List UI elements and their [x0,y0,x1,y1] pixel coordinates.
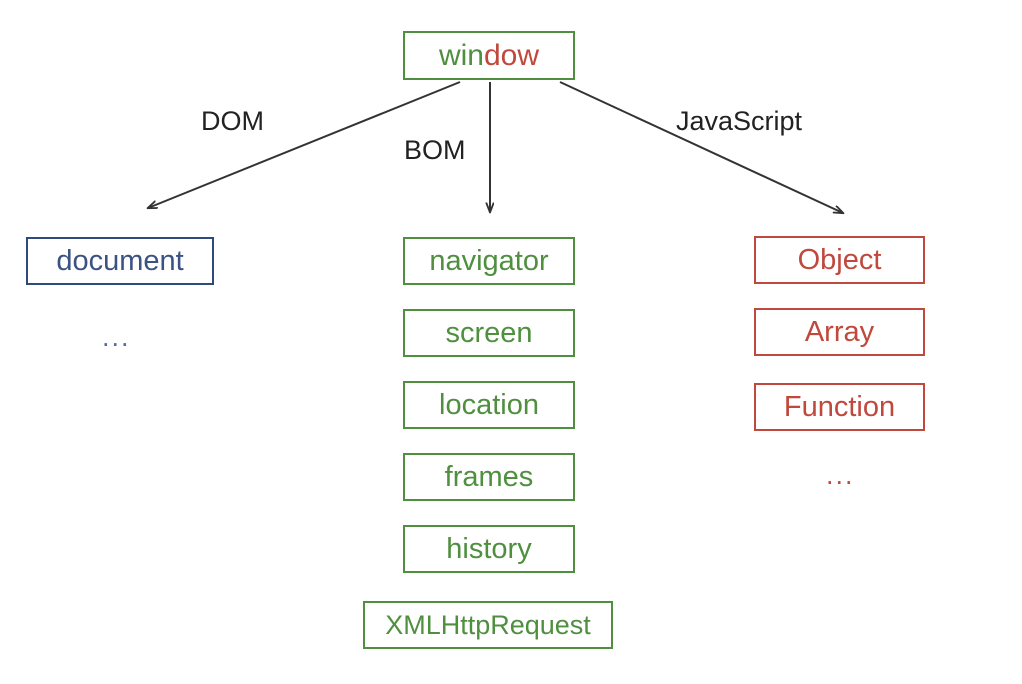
node-array-label: Array [804,315,875,348]
node-navigator[interactable]: navigator [403,237,575,285]
javascript-arrow [559,81,843,213]
edge-label-bom: BOM [404,135,466,165]
node-function-label: Function [783,390,896,423]
node-window-label-part-1: win [438,38,484,72]
node-location-label: location [439,388,539,421]
node-location[interactable]: location [403,381,575,429]
node-array[interactable]: Array [754,308,925,356]
node-object[interactable]: Object [754,236,925,284]
edge-label-dom: DOM [201,106,264,136]
node-window-label-part-2: dow [483,38,540,72]
node-document[interactable]: document [26,237,214,285]
node-function[interactable]: Function [754,383,925,431]
node-frames[interactable]: frames [403,453,575,501]
node-xmlhttprequest[interactable]: XMLHttpRequest [363,601,613,649]
dom-column-ellipsis: ... [102,322,131,352]
node-navigator-label: navigator [429,244,549,277]
node-frames-label: frames [444,460,534,493]
node-screen-label: screen [445,316,533,349]
node-document-label: document [56,244,184,277]
javascript-column-ellipsis: ... [826,460,855,490]
node-screen[interactable]: screen [403,309,575,357]
edge-label-javascript: JavaScript [676,106,803,136]
node-object-label: Object [797,243,882,276]
node-history[interactable]: history [403,525,575,573]
node-history-label: history [446,532,532,565]
node-xmlhttprequest-label: XMLHttpRequest [385,609,591,640]
